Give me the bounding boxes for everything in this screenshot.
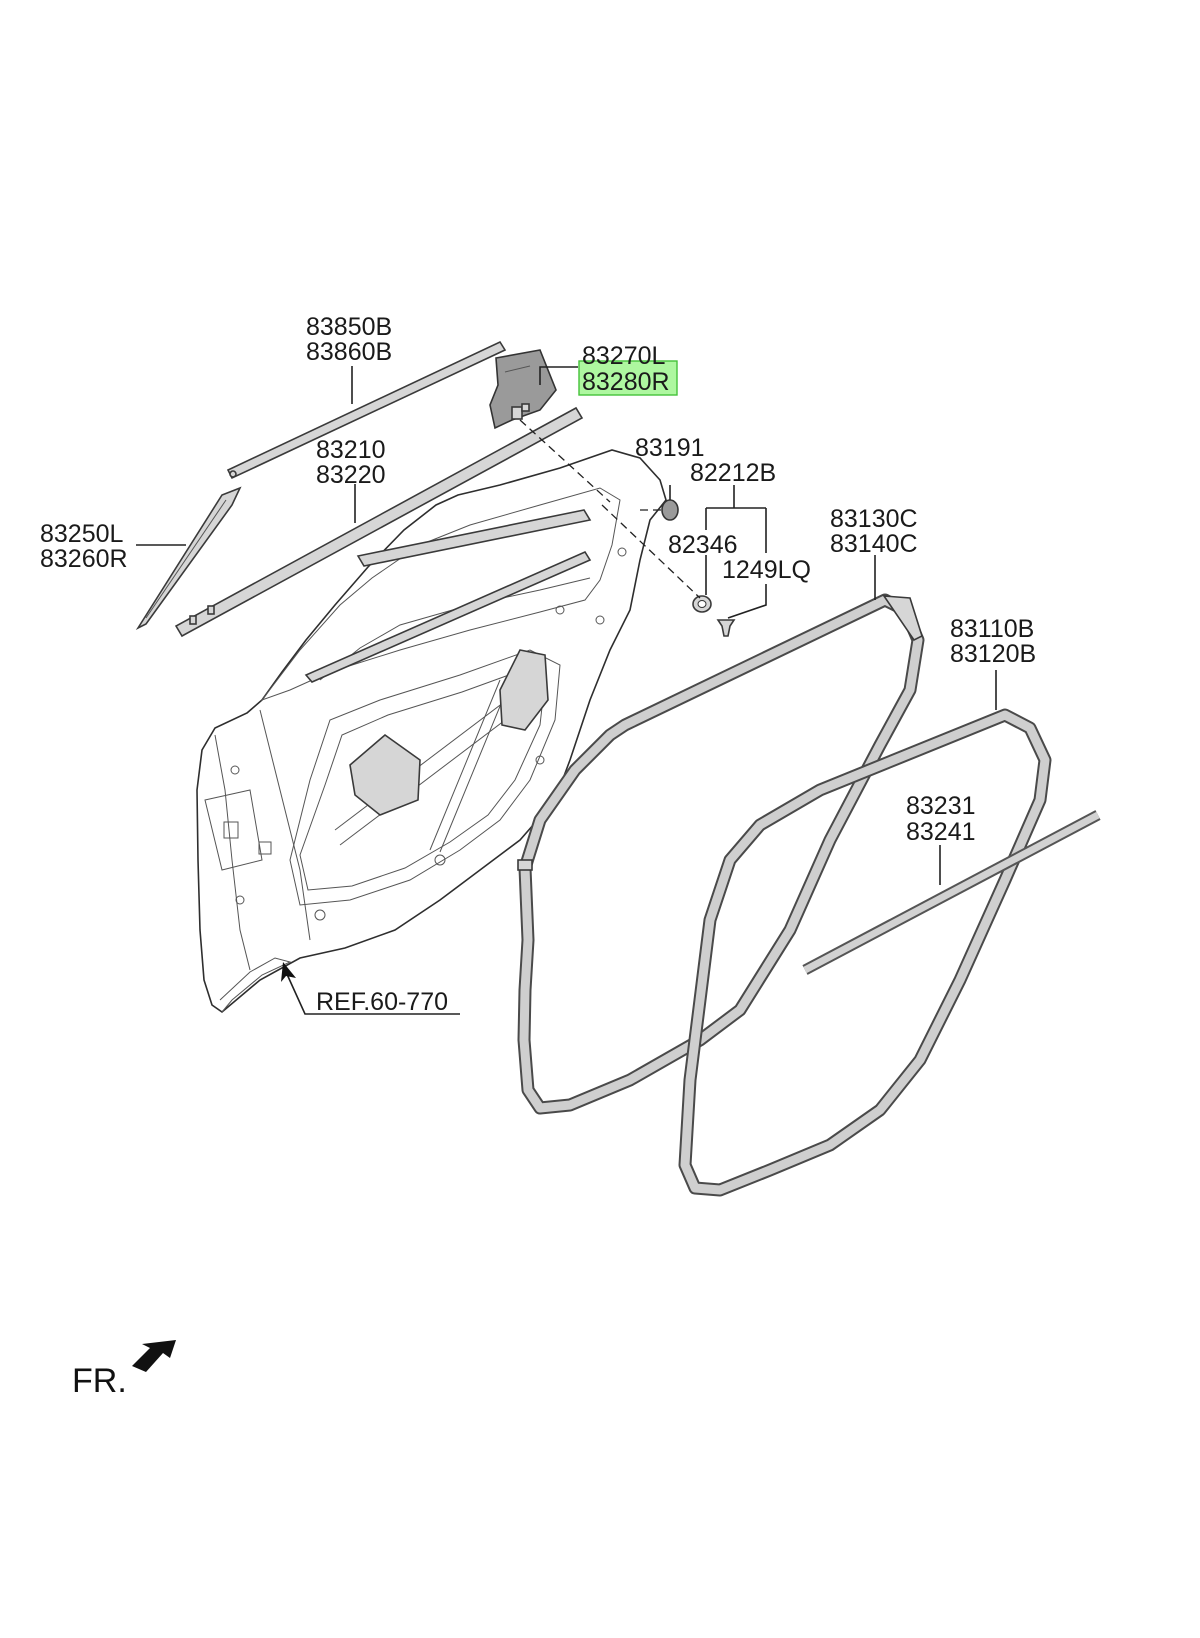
label-83110b[interactable]: 83110B bbox=[950, 615, 1034, 643]
part-83250l-delta-moulding[interactable] bbox=[135, 486, 242, 630]
label-82212b[interactable]: 82212B bbox=[690, 459, 776, 487]
part-83110b-body-seal[interactable] bbox=[678, 708, 1052, 1197]
label-83210[interactable]: 83210 bbox=[316, 436, 386, 464]
part-83280r-corner-trim[interactable] bbox=[489, 349, 557, 430]
label-83220[interactable]: 83220 bbox=[316, 461, 386, 489]
part-83231-lower-strip[interactable] bbox=[802, 810, 1101, 975]
label-83130c[interactable]: 83130C bbox=[830, 505, 918, 533]
label-83250l[interactable]: 83250L bbox=[40, 520, 124, 548]
part-83130c-door-seal[interactable] bbox=[517, 593, 925, 1115]
label-83860b[interactable]: 83860B bbox=[306, 338, 392, 366]
label-83850b[interactable]: 83850B bbox=[306, 313, 392, 341]
label-83280r[interactable]: 83280R bbox=[582, 368, 670, 396]
label-1249lq[interactable]: 1249LQ bbox=[722, 556, 811, 584]
leader-lines bbox=[136, 366, 997, 1015]
part-1249lq-screw[interactable] bbox=[716, 619, 736, 637]
part-82346-grommet[interactable] bbox=[692, 595, 712, 613]
part-83850b-moulding[interactable] bbox=[226, 340, 507, 480]
part-83210-weatherstrip[interactable] bbox=[174, 406, 584, 638]
label-83231[interactable]: 83231 bbox=[906, 792, 976, 820]
part-83191-plug[interactable] bbox=[661, 485, 679, 521]
reference-label[interactable]: REF.60-770 bbox=[316, 988, 448, 1016]
label-83140c[interactable]: 83140C bbox=[830, 530, 918, 558]
highlight-box bbox=[578, 360, 678, 396]
label-83191[interactable]: 83191 bbox=[635, 434, 705, 462]
door-panel bbox=[196, 449, 667, 1014]
part-labels: 83850B 83860B 83270L 83280R 83210 83220 … bbox=[40, 313, 1036, 1400]
front-indicator: FR. bbox=[72, 1362, 127, 1400]
label-83120b[interactable]: 83120B bbox=[950, 640, 1036, 668]
label-83241[interactable]: 83241 bbox=[906, 818, 976, 846]
label-82346[interactable]: 82346 bbox=[668, 531, 738, 559]
label-83260r[interactable]: 83260R bbox=[40, 545, 128, 573]
label-83270l[interactable]: 83270L bbox=[582, 342, 666, 370]
front-arrow-icon bbox=[132, 1340, 176, 1372]
